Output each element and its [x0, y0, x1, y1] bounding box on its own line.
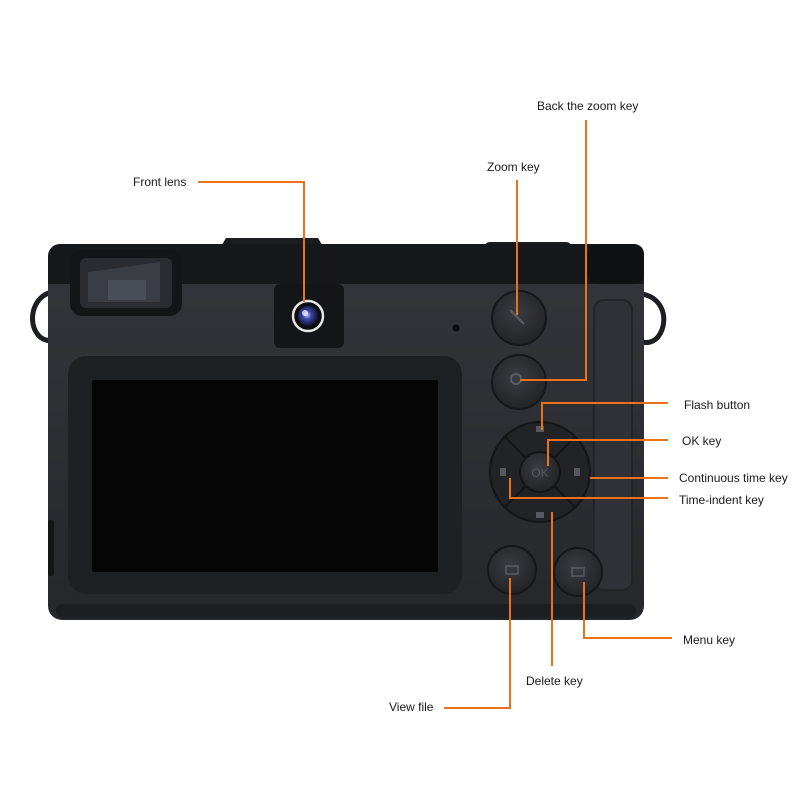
d-pad[interactable]: OK	[489, 421, 591, 523]
view-file-leader	[444, 578, 511, 709]
bottom-edge	[56, 604, 636, 618]
svg-text:OK: OK	[531, 466, 548, 480]
view-file-button[interactable]	[487, 545, 537, 595]
leader-lines	[198, 120, 672, 709]
ok-key-button[interactable]	[519, 451, 561, 493]
delete-key-mark	[536, 512, 544, 518]
callout-front-lens: Front lens	[133, 175, 187, 189]
callout-zoom-key: Zoom key	[487, 160, 540, 174]
zoom-key-button[interactable]	[491, 290, 547, 346]
flash-button-mark	[536, 426, 544, 432]
callout-ok-key: OK key	[682, 434, 722, 448]
lcd-screen	[92, 380, 438, 572]
callout-back-zoom-key: Back the zoom key	[537, 99, 639, 113]
time-indent-key-mark	[500, 468, 506, 476]
continuous-time-key-mark	[574, 468, 580, 476]
flash-button-leader	[541, 402, 668, 430]
indicator-led	[452, 324, 460, 332]
callout-delete-key: Delete key	[526, 674, 583, 688]
side-port	[48, 520, 54, 576]
menu-key-leader	[583, 582, 672, 639]
front-lens-assembly	[274, 284, 344, 348]
callout-time-indent-key: Time-indent key	[679, 493, 764, 507]
thumb-grip	[593, 299, 633, 591]
back-zoom-key-leader	[520, 120, 587, 381]
ok-key-leader	[547, 439, 668, 466]
callout-menu-key: Menu key	[683, 633, 736, 647]
front-lens-leader	[198, 181, 305, 302]
time-indent-key-leader	[509, 478, 668, 499]
menu-key-button[interactable]	[553, 547, 603, 597]
viewfinder	[70, 250, 182, 316]
right-edge	[588, 244, 644, 284]
back-zoom-key-button[interactable]	[491, 354, 547, 410]
callout-view-file: View file	[389, 700, 434, 714]
callout-continuous-time-key: Continuous time key	[679, 471, 788, 485]
callout-flash-button: Flash button	[684, 398, 751, 412]
